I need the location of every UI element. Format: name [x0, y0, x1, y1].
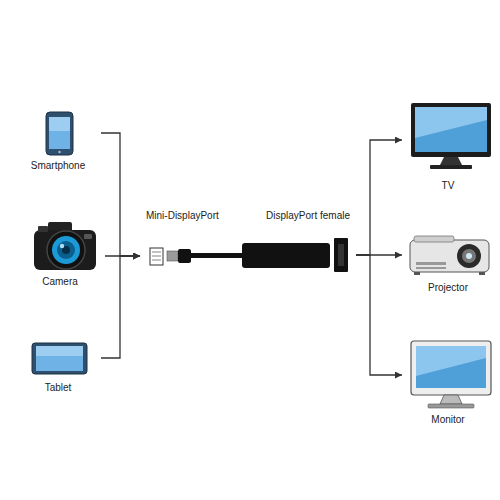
device-node: Tablet — [15, 340, 101, 396]
node-label: Tablet — [45, 382, 72, 394]
adapter-picture — [150, 238, 348, 272]
camera-icon — [34, 222, 96, 270]
connector-arrow — [356, 255, 402, 375]
device-node: Smartphone — [15, 108, 101, 174]
node-label: Monitor — [431, 414, 464, 426]
display-node: Monitor — [402, 335, 494, 428]
node-label: Projector — [428, 282, 468, 294]
node-label: Smartphone — [31, 160, 85, 172]
display-node: TV — [402, 98, 494, 194]
node-label: Camera — [42, 276, 78, 288]
node-label: Mini-DisplayPort — [146, 210, 219, 222]
tablet-icon — [32, 343, 87, 374]
connector-arrow — [101, 133, 140, 256]
adapter-node: Mini-DisplayPort DisplayPort female — [140, 206, 356, 274]
node-label: TV — [442, 180, 455, 192]
tv-icon — [411, 103, 491, 169]
device-node: Camera — [15, 218, 105, 290]
node-label-secondary: DisplayPort female — [266, 210, 350, 222]
smartphone-icon — [46, 112, 73, 155]
monitor-icon — [411, 341, 491, 408]
connector-arrow — [356, 140, 402, 255]
projector-icon — [410, 236, 489, 275]
connector-arrow — [101, 256, 140, 358]
display-node: Projector — [402, 228, 494, 296]
